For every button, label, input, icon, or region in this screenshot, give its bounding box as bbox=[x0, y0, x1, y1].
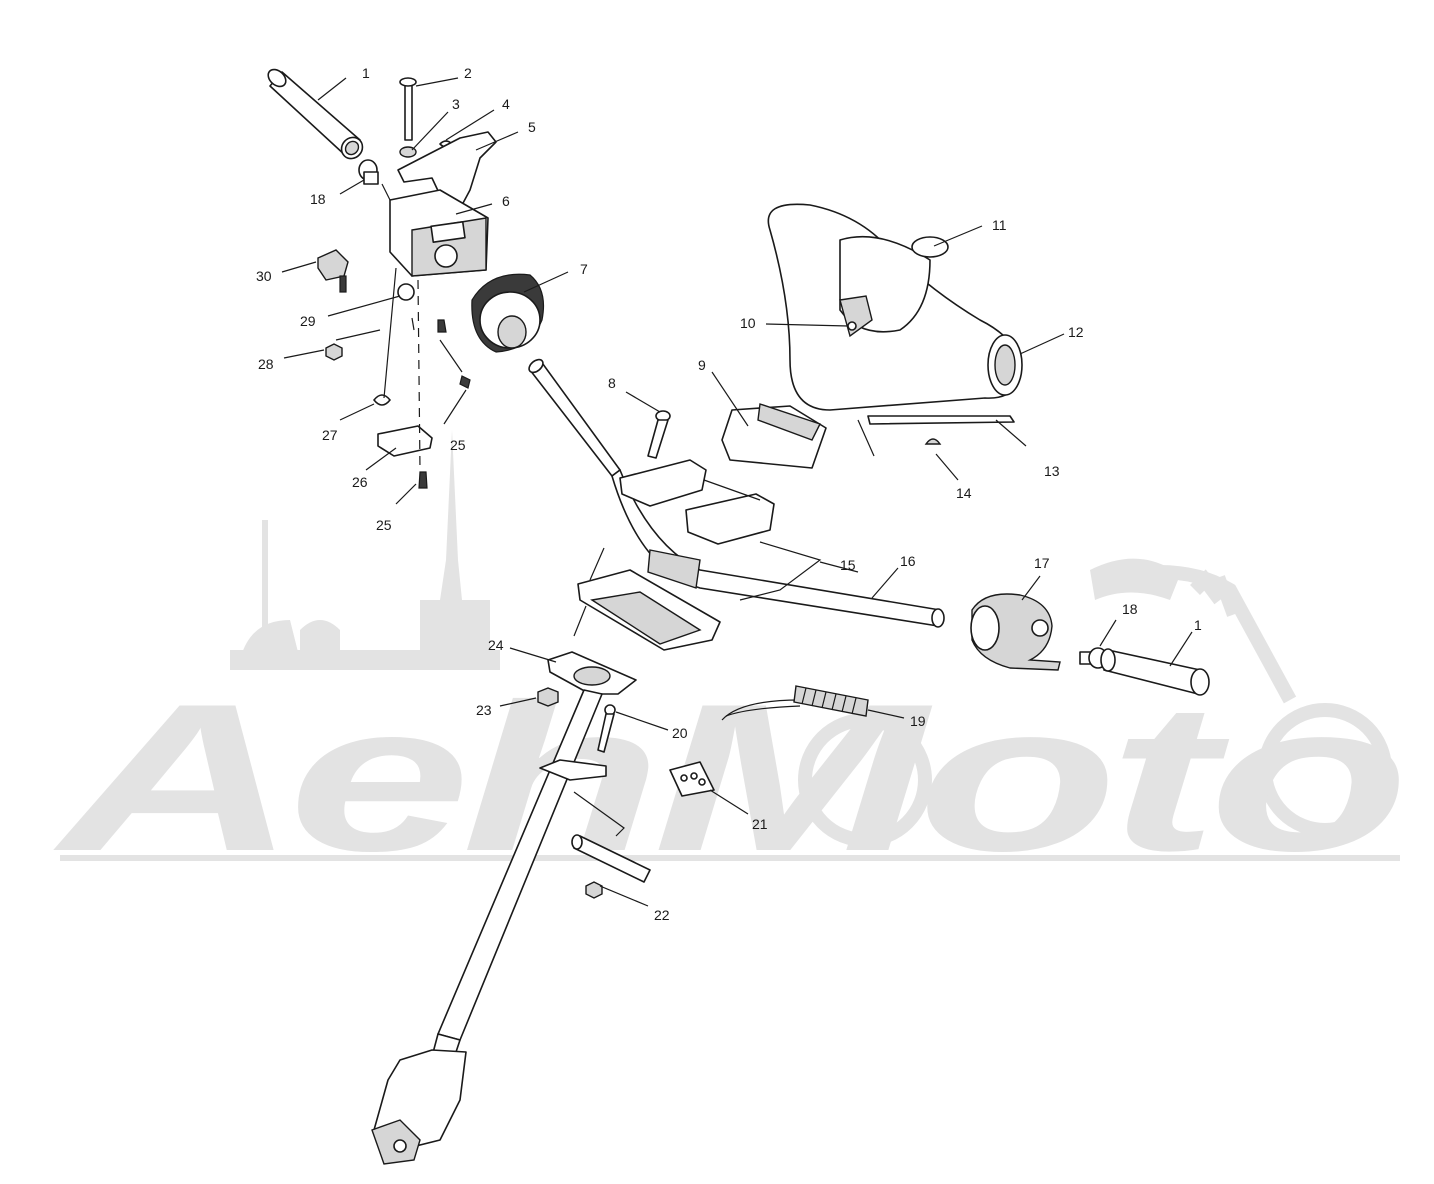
part-13-strap bbox=[867, 415, 1015, 425]
part-9-shield-bracket bbox=[721, 403, 827, 469]
part-25-screw-upper bbox=[437, 319, 447, 333]
part-7-switch-housing bbox=[471, 273, 545, 353]
callout-27: 27 bbox=[322, 427, 338, 443]
part-6-master-cylinder bbox=[389, 189, 489, 277]
callout-7: 7 bbox=[580, 261, 588, 277]
part-15-clamp-lower bbox=[577, 569, 721, 651]
part-5-brake-lever bbox=[397, 131, 497, 211]
callout-1-right: 1 bbox=[1194, 617, 1202, 633]
steering-post bbox=[371, 689, 603, 1165]
watermark-cathedral-icon bbox=[230, 430, 500, 670]
callout-26: 26 bbox=[352, 474, 368, 490]
callout-14: 14 bbox=[956, 485, 972, 501]
callout-16: 16 bbox=[900, 553, 916, 569]
part-21-bracket-plate bbox=[669, 761, 715, 797]
callout-9: 9 bbox=[698, 357, 706, 373]
callout-13: 13 bbox=[1044, 463, 1060, 479]
callout-17: 17 bbox=[1034, 555, 1050, 571]
part-19-heater-element bbox=[721, 685, 869, 721]
callout-2: 2 bbox=[464, 65, 472, 81]
callout-15: 15 bbox=[840, 557, 856, 573]
part-26-cover-plate bbox=[377, 425, 433, 457]
leader-lines bbox=[281, 77, 1193, 907]
part-28-nut bbox=[325, 343, 343, 361]
callout-6: 6 bbox=[502, 193, 510, 209]
part-30-clamp-block bbox=[317, 249, 349, 293]
callout-29: 29 bbox=[300, 313, 316, 329]
callout-19: 19 bbox=[910, 713, 926, 729]
part-18-end-plug-left bbox=[358, 159, 379, 185]
part-27-clip bbox=[373, 394, 391, 406]
part-1-grip-left bbox=[267, 68, 364, 160]
part-17-throttle-housing bbox=[970, 593, 1061, 671]
callout-23: 23 bbox=[476, 702, 492, 718]
part-23-nut bbox=[537, 687, 559, 707]
callout-28: 28 bbox=[258, 356, 274, 372]
part-24-bearing-flange bbox=[547, 651, 637, 695]
callout-10: 10 bbox=[740, 315, 756, 331]
callout-3: 3 bbox=[452, 96, 460, 112]
watermark-motorcycle-icon bbox=[798, 558, 1392, 847]
callout-20: 20 bbox=[672, 725, 688, 741]
part-16-handlebar bbox=[528, 358, 945, 628]
callout-25-lower: 25 bbox=[376, 517, 392, 533]
steering-post-bushing-plate bbox=[539, 759, 607, 781]
part-14-rivet bbox=[924, 438, 942, 445]
part-25-screw-mid bbox=[459, 375, 471, 389]
callout-22: 22 bbox=[654, 907, 670, 923]
part-29-o-ring bbox=[397, 283, 415, 301]
callout-1-left: 1 bbox=[362, 65, 370, 81]
part-22-nut bbox=[585, 881, 603, 899]
callout-4: 4 bbox=[502, 96, 510, 112]
part-12-handlebar-pad bbox=[767, 203, 1023, 411]
part-2-pin bbox=[399, 77, 417, 141]
part-20-screw bbox=[597, 704, 616, 753]
part-8-bolt bbox=[647, 410, 671, 459]
callout-24: 24 bbox=[488, 637, 504, 653]
callout-5: 5 bbox=[528, 119, 536, 135]
part-1-grip-right bbox=[1100, 648, 1210, 696]
part-11-decal bbox=[911, 236, 949, 258]
callout-8: 8 bbox=[608, 375, 616, 391]
part-22-pin bbox=[571, 834, 651, 883]
callout-30: 30 bbox=[256, 268, 272, 284]
callout-12: 12 bbox=[1068, 324, 1084, 340]
callout-18-left: 18 bbox=[310, 191, 326, 207]
callout-21: 21 bbox=[752, 816, 768, 832]
callout-11: 11 bbox=[992, 217, 1007, 233]
callout-25-upper: 25 bbox=[450, 437, 466, 453]
callout-18-right: 18 bbox=[1122, 601, 1138, 617]
watermark: AehMoto bbox=[52, 430, 1406, 895]
callout-labels: 1 2 3 4 5 6 7 8 9 10 11 12 13 14 15 16 1… bbox=[256, 65, 1202, 923]
part-15-clamp-upper bbox=[619, 459, 775, 545]
part-25-screw-lower bbox=[418, 471, 428, 489]
